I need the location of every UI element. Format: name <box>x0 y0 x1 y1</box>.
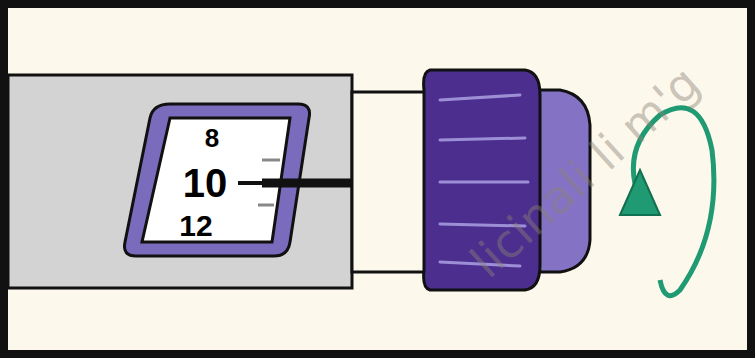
pen-neck <box>352 92 432 272</box>
dose-number: 10 <box>183 163 228 203</box>
dose-dash <box>238 181 262 185</box>
frame <box>4 4 751 354</box>
pen-body <box>8 75 352 288</box>
dose-number: 8 <box>205 125 219 151</box>
rotation-arrowhead <box>620 170 660 215</box>
dose-pointer <box>262 179 352 188</box>
dose-number: 12 <box>179 211 212 241</box>
